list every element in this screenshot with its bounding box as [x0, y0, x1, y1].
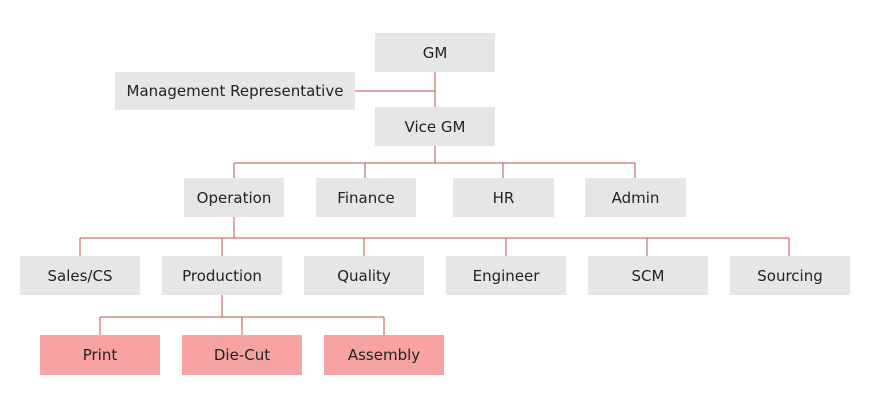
vice-gm-box: Vice GM	[375, 107, 495, 146]
admin-box: Admin	[585, 178, 686, 217]
print-box: Print	[40, 335, 160, 375]
operation-box: Operation	[184, 178, 284, 217]
hr-box: HR	[453, 178, 554, 217]
finance-box: Finance	[316, 178, 416, 217]
sourcing-box: Sourcing	[730, 256, 850, 295]
die-cut-box: Die-Cut	[182, 335, 302, 375]
management-representative-box: Management Representative	[115, 72, 355, 110]
production-box: Production	[162, 256, 282, 295]
assembly-box: Assembly	[324, 335, 444, 375]
engineer-box: Engineer	[446, 256, 566, 295]
gm-box: GM	[375, 33, 495, 72]
quality-box: Quality	[304, 256, 424, 295]
sales-cs-box: Sales/CS	[20, 256, 140, 295]
scm-box: SCM	[588, 256, 708, 295]
